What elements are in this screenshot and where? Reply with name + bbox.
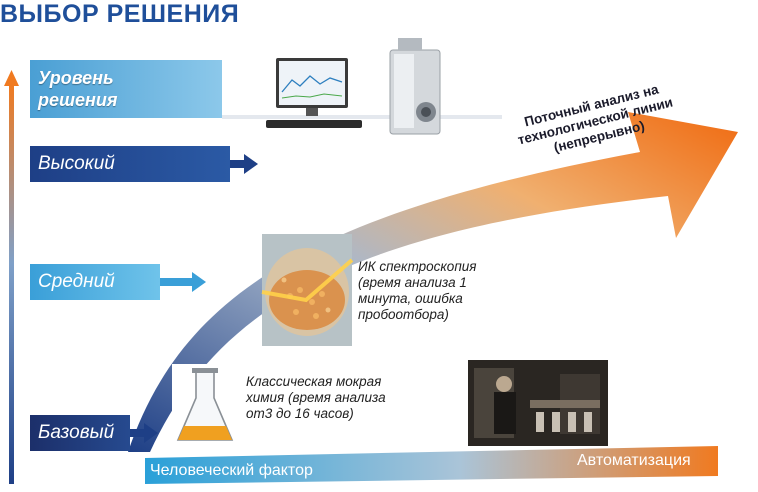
- ir-note-line1: ИК спектроскопия: [358, 259, 477, 274]
- horizontal-axis-wedge: [145, 446, 718, 484]
- human-factor-label: Человеческий фактор: [150, 462, 313, 479]
- level-header: Уровень решения: [30, 60, 222, 118]
- base-level-arrow: [130, 423, 158, 443]
- ir-spectroscopy-note: ИК спектроскопия (время анализа 1 минута…: [358, 259, 518, 323]
- erlenmeyer-flask-icon: [172, 364, 238, 448]
- level-medium: Средний: [30, 264, 160, 300]
- medium-level-arrow: [160, 272, 206, 292]
- vertical-axis-arrow: [4, 70, 19, 484]
- header-shelf: [222, 115, 502, 119]
- ir-spectroscopy-photo: [261, 234, 354, 346]
- wet-chemistry-note: Классическая мокрая химия (время анализа…: [246, 374, 426, 422]
- ir-note-line2: (время анализа 1: [358, 275, 467, 290]
- level-header-line1: Уровень: [38, 68, 114, 88]
- level-high: Высокий: [30, 146, 230, 182]
- progress-curved-arrow: [128, 112, 738, 452]
- ir-note-line4: пробоотбора): [358, 307, 449, 322]
- level-header-line2: решения: [38, 90, 118, 110]
- scientist-photo: [468, 360, 608, 446]
- desktop-computer-icon: [266, 58, 362, 128]
- automation-label: Автоматизация: [577, 452, 691, 469]
- wet-note-line1: Классическая мокрая: [246, 374, 382, 389]
- page-title: ВЫБОР РЕШЕНИЯ: [0, 0, 240, 28]
- level-base: Базовый: [30, 415, 130, 451]
- ir-note-line3: минута, ошибка: [358, 291, 463, 306]
- inline-analyzer-icon: [389, 38, 441, 135]
- high-level-arrow: [228, 154, 258, 174]
- wet-note-line2: химия (время анализа: [246, 390, 386, 405]
- wet-note-line3: от3 до 16 часов): [246, 406, 354, 421]
